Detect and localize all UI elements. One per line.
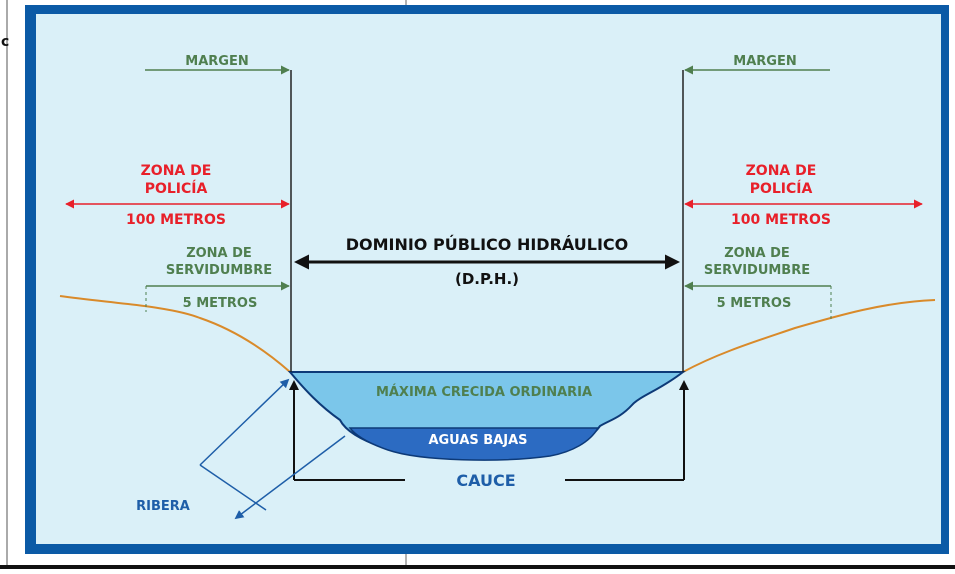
ribera-measure-line [199, 464, 267, 511]
margen-left-label: MARGEN [185, 54, 248, 69]
maxima-crecida-label: MÁXIMA CRECIDA ORDINARIA [376, 384, 592, 400]
dph-title: DOMINIO PÚBLICO HIDRÁULICO [346, 235, 629, 254]
servidumbre-right-line2: SERVIDUMBRE [704, 263, 810, 278]
servidumbre-right-line3: 5 METROS [717, 296, 792, 311]
zona-policia-left-line1: ZONA DE [141, 163, 212, 179]
ribera-upper-arrow [199, 378, 290, 466]
ground-left [59, 295, 291, 373]
zona-policia-right-line2: POLICÍA [750, 180, 813, 197]
zona-policia-left-line3: 100 METROS [126, 212, 226, 228]
zona-policia-right-line1: ZONA DE [746, 163, 817, 179]
ground-right [682, 299, 936, 373]
edge-character: c [1, 34, 9, 50]
zona-policia-left-line2: POLICÍA [145, 180, 208, 197]
ribera-lower-arrow [234, 435, 346, 520]
servidumbre-right-line1: ZONA DE [724, 246, 790, 261]
servidumbre-left-line2: SERVIDUMBRE [166, 263, 272, 278]
zona-policia-right-line3: 100 METROS [731, 212, 831, 228]
margen-right-label: MARGEN [733, 54, 796, 69]
cauce-label: CAUCE [456, 471, 515, 490]
dph-abbreviation: (D.P.H.) [455, 270, 519, 288]
aguas-bajas-water [348, 427, 600, 461]
servidumbre-left-line3: 5 METROS [183, 296, 258, 311]
ribera-label: RIBERA [136, 499, 190, 514]
servidumbre-left-line1: ZONA DE [186, 246, 252, 261]
aguas-bajas-label: AGUAS BAJAS [428, 433, 527, 448]
